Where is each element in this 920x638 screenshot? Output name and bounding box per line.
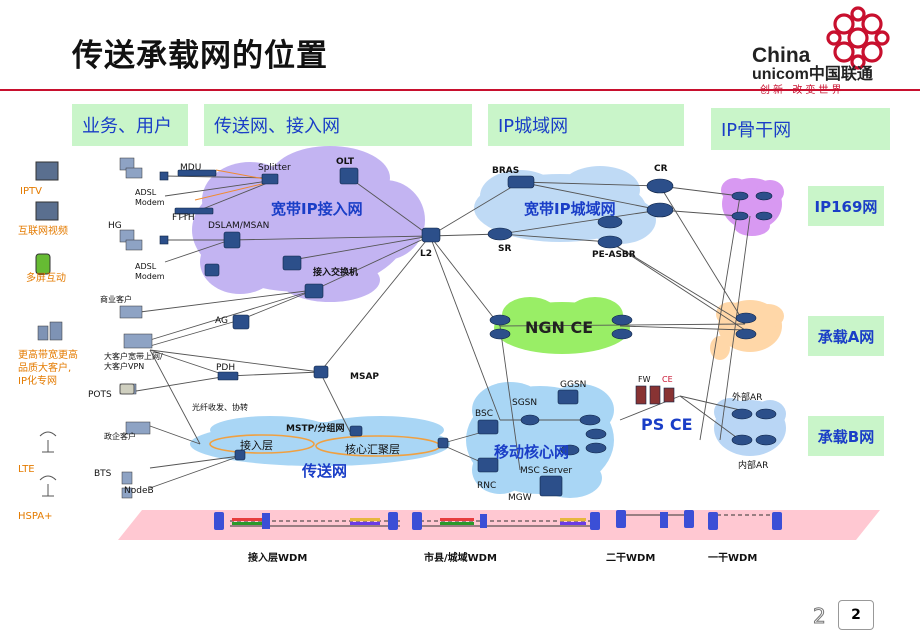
label-hg: HG (108, 221, 122, 231)
label-pots: POTS (88, 390, 112, 400)
label-business-customer: 商业客户 (100, 295, 132, 304)
cloud-transport-net (190, 416, 450, 466)
page-number-badge: 2 (838, 600, 874, 630)
label-outer-ar: 外部AR (732, 393, 763, 403)
label-wdm-trunk2: 二干WDM (606, 553, 656, 564)
label-rnc: RNC (477, 481, 497, 491)
label-nodeb: NodeB (124, 486, 154, 496)
label-ag: AG (215, 316, 228, 326)
header-ip-backbone: IP骨干网 (711, 108, 890, 150)
label-internet-video: 互联网视频 (18, 226, 68, 237)
label-msc-server: MSC Server (520, 466, 573, 476)
label-splitter: Splitter (258, 163, 291, 173)
label-wdm-access: 接入层WDM (248, 553, 308, 564)
label-bts: BTS (94, 469, 112, 479)
cloud-label-broadband-metro: 宽带IP城域网 (524, 200, 616, 218)
label-wdm-metro: 市县/城域WDM (424, 553, 497, 564)
label-fiber-transceiver: 光纤收发、协转 (192, 403, 248, 412)
label-pdh: PDH (216, 363, 236, 373)
label-wdm-trunk1: 一干WDM (708, 553, 758, 564)
label-ftth: FTTH (172, 213, 195, 223)
label-sr: SR (498, 244, 512, 254)
label-bsc: BSC (475, 409, 494, 419)
header-transport: 传送网、接入网 (204, 104, 472, 146)
label-bras: BRAS (492, 166, 520, 176)
label-olt: OLT (336, 157, 355, 167)
label-hspa: HSPA+ (18, 511, 53, 522)
wdm-devices (214, 510, 782, 530)
logo-wordmark-en: China (752, 44, 811, 67)
router-icons (159, 167, 777, 497)
links (129, 175, 751, 489)
label-mdu: MDU (180, 163, 202, 173)
label-pe-asbr: PE-ASBR (592, 250, 636, 260)
label-access-switch: 接入交换机 (313, 268, 359, 278)
slide-title: 传送承载网的位置 (72, 38, 328, 74)
logo-slogan: 创新·改变世界 (760, 85, 845, 96)
cloud-label-transport-net: 传送网 (302, 462, 348, 480)
orange-links (194, 169, 271, 201)
label-ggsn: GGSN (560, 380, 587, 390)
title-divider (0, 89, 920, 91)
page-number-outline: 2 (813, 604, 827, 629)
left-terminal-icons (35, 157, 153, 499)
cloud-label-ngn-ce: NGN CE (525, 318, 594, 337)
header-ip-metro: IP城域网 (488, 104, 684, 146)
cloud-label-broadband-access: 宽带IP接入网 (271, 200, 363, 218)
label-msap: MSAP (350, 372, 379, 382)
logo-wordmark-cn: unicom中国联通 (752, 66, 873, 83)
label-l2: L2 (420, 249, 432, 259)
label-multiscreen: 多屏互动 (26, 273, 66, 284)
cloud-label-mobile-core: 移动核心网 (494, 443, 570, 461)
label-inner-ar: 内部AR (738, 461, 769, 471)
label-sgsn: SGSN (512, 398, 538, 408)
label-dslam-msan: DSLAM/MSAN (208, 221, 270, 231)
wdm-color-bands (232, 518, 586, 525)
label-access-layer: 接入层 (240, 439, 273, 452)
cloud-carrier-a (710, 300, 784, 360)
box-carrier-a: 承载A网 (808, 316, 884, 356)
label-iptv: IPTV (20, 186, 42, 197)
cloud-ngn-ce (494, 297, 630, 354)
label-core-aggregation: 核心汇聚层 (345, 443, 400, 456)
cloud-ip169 (721, 178, 784, 236)
label-cr: CR (654, 164, 668, 174)
label-lte: LTE (18, 464, 35, 475)
label-mgw: MGW (508, 493, 532, 503)
box-ip169: IP169网 (808, 186, 884, 226)
label-ce: CE (662, 375, 673, 384)
label-gov-customer: 政企客户 (104, 432, 136, 441)
cloud-label-ps-ce: PS CE (641, 415, 693, 434)
box-carrier-b: 承载B网 (808, 416, 884, 456)
label-fw: FW (638, 375, 651, 384)
header-users: 业务、用户 (72, 104, 188, 146)
label-mstp: MSTP/分组网 (286, 424, 345, 434)
